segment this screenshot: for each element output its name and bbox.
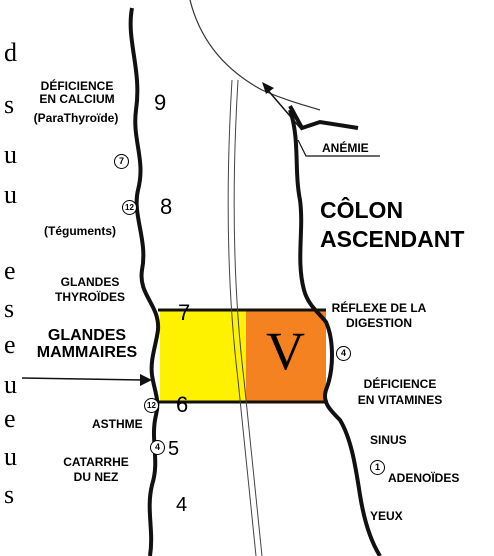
circled-number: 12 <box>144 398 159 413</box>
label-line: ASCENDANT <box>320 225 464 254</box>
label-asthme: ASTHME <box>92 418 143 431</box>
circled-number: 1 <box>370 460 385 475</box>
yellow-zone <box>160 310 248 402</box>
vertebra-number-6: 6 <box>176 392 188 418</box>
margin-letter: u <box>4 142 17 168</box>
vertebra-number-9: 9 <box>154 90 166 116</box>
margin-letter: e <box>4 406 16 432</box>
label-catarrhe: CATARRHE DU NEZ <box>34 456 158 483</box>
label-reflexe-digestion: RÉFLEXE DE LA DIGESTION <box>314 302 444 329</box>
margin-letter: u <box>4 372 17 398</box>
label-deficience-vitamines: DÉFICIENCE EN VITAMINES <box>340 378 460 406</box>
margin-letter: d <box>4 40 17 66</box>
vertebra-number-7: 7 <box>178 300 190 326</box>
label-deficience-calcium: DÉFICIENCE EN CALCIUM <box>22 80 132 105</box>
label-line: CÔLON <box>320 196 464 225</box>
circled-number: 7 <box>114 154 129 169</box>
margin-letter: u <box>4 444 17 470</box>
label-line: EN VITAMINES <box>340 394 460 407</box>
label-line: DIGESTION <box>314 317 444 330</box>
label-line: DÉFICIENCE <box>22 80 132 93</box>
label-glandes-mammaires: GLANDES MAMMAIRES <box>24 328 150 362</box>
label-line: DU NEZ <box>34 471 158 484</box>
label-adenoides: ADENOÏDES <box>388 472 459 485</box>
label-line: CATARRHE <box>34 456 158 469</box>
margin-letter: s <box>4 296 14 322</box>
upper-right-bracket <box>290 106 358 128</box>
label-colon-ascendant: CÔLON ASCENDANT <box>320 196 464 254</box>
label-anemie: ANÉMIE <box>322 142 369 155</box>
mammaires-arrow-line <box>22 378 144 380</box>
circled-number: 4 <box>150 440 165 455</box>
label-line: RÉFLEXE DE LA <box>314 302 444 315</box>
margin-letter: e <box>4 332 16 358</box>
arrow-up-left <box>266 88 302 130</box>
label-line: EN CALCIUM <box>22 93 132 106</box>
circled-number: 4 <box>336 346 351 361</box>
colon-arc <box>190 0 320 110</box>
label-line: MAMMAIRES <box>24 345 150 362</box>
margin-letter: e <box>4 258 16 284</box>
vertebra-number-8: 8 <box>160 194 172 220</box>
label-line: GLANDES <box>34 276 146 289</box>
vertebra-number-5: 5 <box>168 438 179 461</box>
circled-number: 12 <box>122 200 137 215</box>
label-teguments: (Téguments) <box>44 225 116 238</box>
vertebra-number-4: 4 <box>176 494 187 517</box>
arrow-head <box>262 82 274 94</box>
margin-letter: u <box>4 182 17 208</box>
label-line: DÉFICIENCE <box>340 378 460 391</box>
zone-roman-numeral: V <box>266 324 305 378</box>
label-yeux: YEUX <box>370 510 403 523</box>
label-glandes-thyroides: GLANDES THYROÏDES <box>34 276 146 303</box>
label-line: THYROÏDES <box>34 291 146 304</box>
label-sinus: SINUS <box>370 434 407 447</box>
label-line: GLANDES <box>24 328 150 345</box>
label-parathyroide: (ParaThyroïde) <box>8 112 144 125</box>
margin-letter: s <box>4 482 14 508</box>
